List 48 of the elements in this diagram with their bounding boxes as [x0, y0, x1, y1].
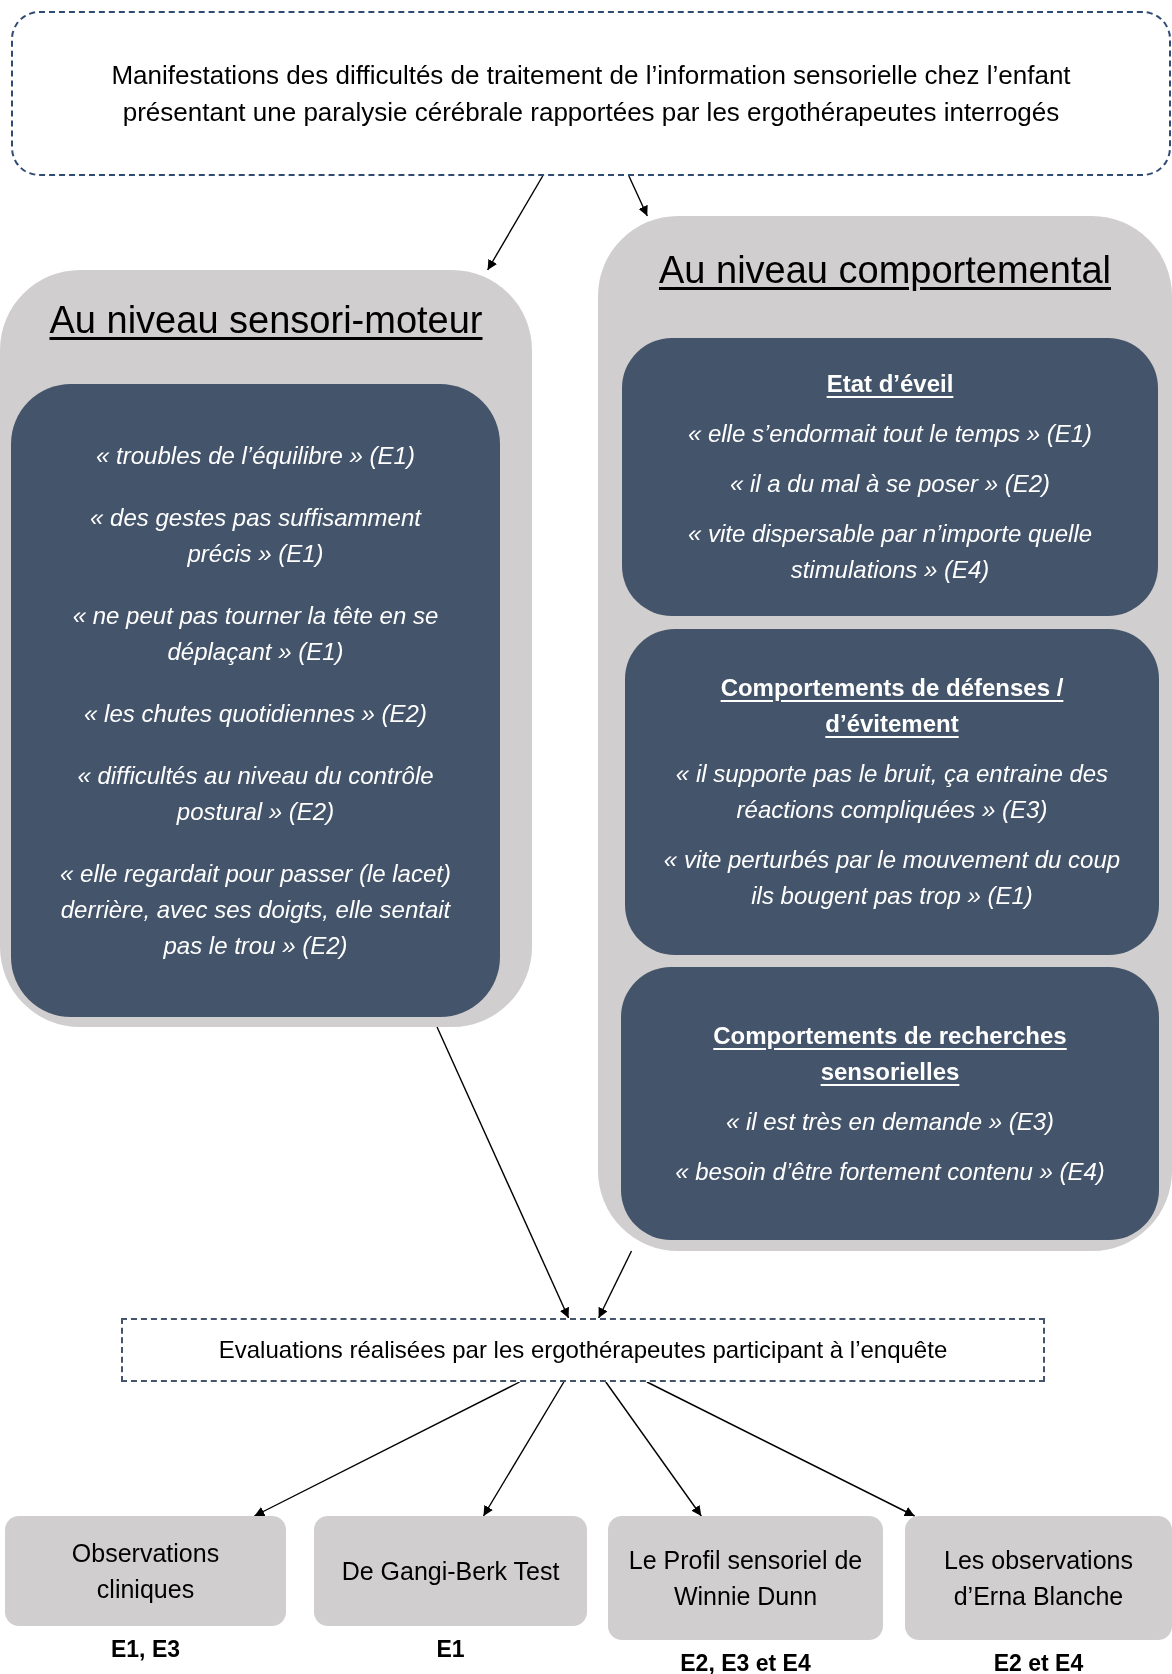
quote-text: « il supporte pas le bruit, ça entraine des réactions compliquées » (E3) [674, 759, 1110, 825]
quote-box [11, 384, 500, 1017]
quote-text: « il est très en demande » (E3) [725, 1106, 1055, 1137]
title-text: Manifestations des difficultés de traitement de l’information sensorielle chez l’enfant présentant une paralysie cérébrale rapportées par les ergothérapeutes interrogés [110, 58, 1072, 129]
quote-text: « difficultés au niveau du contrôle postural » (E2) [76, 760, 435, 827]
arrow [253, 1381, 521, 1517]
panel-heading: Au niveau sensori-moteur [48, 298, 484, 343]
title-box [11, 11, 1171, 176]
category-panel [0, 270, 532, 1027]
section-heading: Etat d’éveil [826, 369, 954, 399]
category-panel [598, 216, 1172, 1251]
quote-text: « les chutes quotidiennes » (E2) [84, 698, 427, 729]
section-heading: Comportements de recherches sensorielles [712, 1020, 1068, 1087]
arrow [605, 1381, 702, 1517]
participant-label: E2, E3 et E4 [679, 1649, 812, 1674]
quote-text: « il a du mal à se poser » (E2) [729, 469, 1051, 499]
arrow [436, 1026, 570, 1319]
quote-box [622, 338, 1158, 616]
arrow [486, 175, 544, 271]
participant-label: E2 et E4 [992, 1649, 1085, 1674]
participant-label: E1, E3 [109, 1635, 181, 1664]
assessment-text: Observations cliniques [70, 1538, 221, 1605]
arrow [482, 1381, 565, 1517]
quote-text: « elle s’endormait tout le temps » (E1) [687, 419, 1093, 449]
assessment-text: Les observations d’Erna Blanche [943, 1545, 1134, 1612]
quote-text: « besoin d’être fortement contenu » (E4) [675, 1156, 1105, 1187]
assessment-box [905, 1516, 1172, 1640]
arrow [628, 175, 648, 217]
panel-heading: Au niveau comportemental [658, 248, 1112, 293]
section-heading: Comportements de défenses / d’évitement [719, 673, 1065, 739]
quote-text: « vite perturbés par le mouvement du coup ils bougent pas trop » (E1) [662, 845, 1122, 911]
quote-box [621, 967, 1159, 1240]
assessment-box [314, 1516, 587, 1626]
quote-text: « elle regardait pour passer (le lacet) derrière, avec ses doigts, elle sentait pas le trou » (E2) [59, 858, 452, 961]
assessment-box [5, 1516, 286, 1626]
assessment-box [608, 1516, 883, 1640]
quote-box [625, 629, 1159, 955]
quote-text: « troubles de l’équilibre » (E1) [96, 440, 415, 471]
participant-label: E1 [435, 1635, 466, 1664]
quote-text: « ne peut pas tourner la tête en se déplaçant » (E1) [71, 600, 440, 667]
quote-text: « des gestes pas suffisamment précis » (E1) [89, 502, 423, 569]
assessment-text: De Gangi-Berk Test [341, 1556, 560, 1587]
arrow [597, 1250, 633, 1319]
quote-text: « vite dispersable par n’importe quelle stimulations » (E4) [686, 519, 1094, 585]
assessment-text: Le Profil sensoriel de Winnie Dunn [627, 1545, 864, 1612]
arrow [646, 1381, 916, 1517]
evaluation-box [121, 1318, 1045, 1382]
evaluation-text: Evaluations réalisées par les ergothérapeutes participant à l’enquête [218, 1335, 948, 1365]
